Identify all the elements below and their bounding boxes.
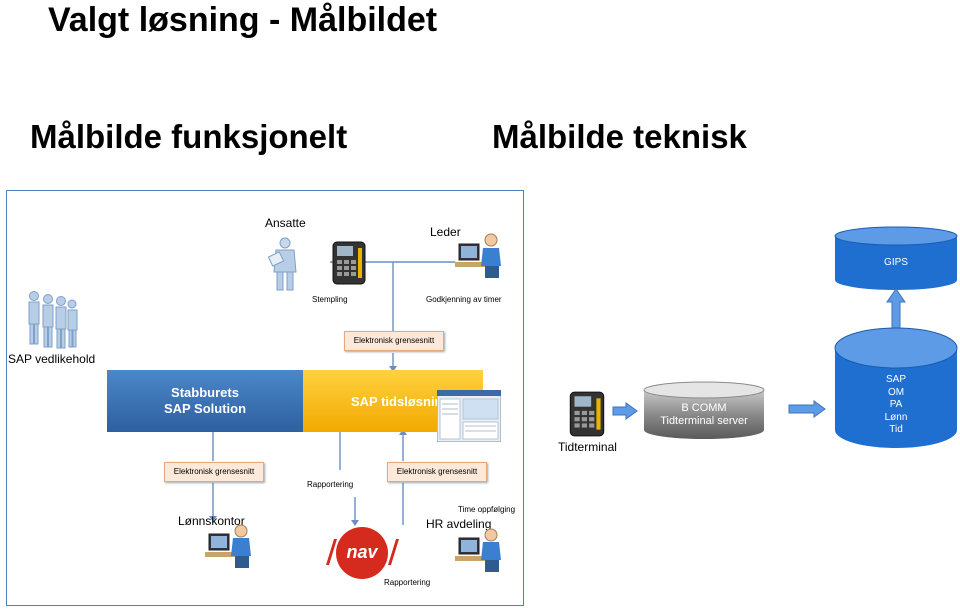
lonnskontor-label: Lønnskontor [178, 514, 245, 528]
stabburets-line2: SAP Solution [163, 401, 247, 416]
stempling-label: Stempling [312, 295, 348, 304]
sap-item-om: OM [887, 386, 905, 398]
sap-tidslosning-label: SAP tidsløsning [351, 393, 451, 409]
sap-database-icon [834, 327, 958, 448]
right-arrow-icon-1 [612, 402, 638, 420]
godkjenning-label: Godkjenning av timer [426, 295, 502, 304]
hr-desk-person-icon [455, 528, 501, 572]
electronic-interface-right: Elektronisk grensesnitt [387, 462, 487, 482]
electronic-interface-left: Elektronisk grensesnitt [164, 462, 264, 482]
stabburets-sap-solution: Stabburets SAP Solution [107, 370, 303, 432]
sap-item-lonn: Lønn [884, 411, 908, 423]
rapportering-bottom-label: Rapportering [384, 578, 431, 587]
tidterminal-icon [569, 391, 605, 437]
bcomm-line2: Tidterminal server [660, 415, 748, 427]
sap-database-items: SAP OM PA Lønn Tid [834, 374, 958, 437]
gips-label: GIPS [884, 257, 908, 268]
functional-subtitle: Målbilde funksjonelt [30, 118, 348, 155]
lonnskontor-desk-person-icon [205, 524, 251, 568]
sap-vedlikehold-group-icon [28, 291, 78, 349]
bcomm-line1: B COMM [681, 402, 727, 414]
nav-logo-icon [326, 527, 399, 579]
technical-subtitle: Målbilde teknisk [492, 118, 747, 155]
rapportering-mid-label: Rapportering [307, 480, 354, 489]
gips-database-icon [834, 226, 958, 290]
ansatte-person-icon [268, 237, 297, 291]
sap-item-tid: Tid [889, 424, 903, 435]
leder-label: Leder [430, 225, 461, 239]
sap-screen-thumbnail-icon [437, 390, 501, 442]
tidterminal-label: Tidterminal [558, 440, 617, 454]
nav-logo-text: nav [346, 542, 378, 562]
stabburets-line1: Stabburets [171, 385, 239, 400]
sap-vedlikehold-label: SAP vedlikehold [8, 352, 96, 366]
electronic-interface-top: Elektronisk grensesnitt [344, 331, 444, 351]
bcomm-server-icon [643, 381, 765, 439]
sap-item-pa: PA [889, 399, 903, 410]
right-arrow-icon-2 [788, 400, 826, 418]
bcomm-label: B COMM Tidterminal server [642, 402, 766, 428]
leder-desk-person-icon [455, 233, 501, 278]
hr-avdeling-label: HR avdeling [426, 517, 492, 531]
time-clock-icon [332, 241, 366, 285]
ansatte-label: Ansatte [265, 216, 306, 230]
page-title: Valgt løsning - Målbildet [48, 1, 438, 39]
time-oppfolging-label: Time oppfølging [458, 505, 516, 514]
sap-item-sap: SAP [885, 374, 906, 385]
